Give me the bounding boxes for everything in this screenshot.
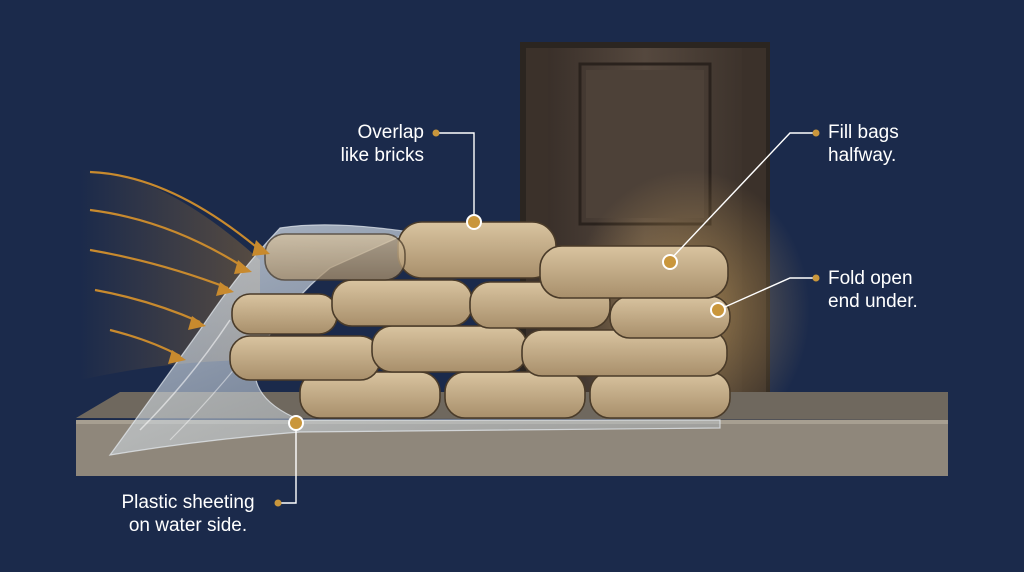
callout-fill-line1: Fill bags xyxy=(828,122,899,143)
callout-plastic: Plastic sheeting on water side. xyxy=(112,491,264,537)
callout-plastic-line1: Plastic sheeting xyxy=(121,492,255,513)
arrow-right-icon xyxy=(89,248,229,290)
water-flow-arrows xyxy=(89,170,270,364)
dot-icon xyxy=(710,302,726,318)
callout-fold-line2: end under. xyxy=(828,291,918,312)
arrow-head xyxy=(168,350,186,364)
sandbag xyxy=(229,335,381,381)
arrow-head xyxy=(188,316,206,330)
sandbag xyxy=(539,245,729,299)
dot-icon-small xyxy=(812,274,820,282)
leader-fill xyxy=(669,132,816,261)
callout-plastic-line2: on water side. xyxy=(128,515,248,536)
callout-overlap-line2: like bricks xyxy=(340,145,424,166)
sandbag xyxy=(589,371,731,419)
dot-icon-small xyxy=(274,499,282,507)
sandbag xyxy=(264,233,406,281)
callout-overlap: Overlap like bricks xyxy=(326,121,424,167)
dot-icon-small xyxy=(432,129,440,137)
sandbag xyxy=(331,279,473,327)
dot-icon xyxy=(466,214,482,230)
leader-overlap xyxy=(436,132,475,220)
callout-fold-line1: Fold open xyxy=(828,268,913,289)
arrow-right-icon xyxy=(94,288,201,324)
sandbag xyxy=(371,325,528,373)
sandbag xyxy=(397,221,557,279)
callout-fold: Fold open end under. xyxy=(828,267,918,313)
callout-dots xyxy=(274,129,820,507)
callout-fill: Fill bags halfway. xyxy=(828,121,899,167)
dot-icon-small xyxy=(812,129,820,137)
arrow-head xyxy=(216,282,234,296)
arrow-right-icon xyxy=(89,208,246,269)
arrow-head xyxy=(252,240,270,256)
sandbag xyxy=(231,293,338,335)
sandbag-stack xyxy=(229,221,731,419)
callout-overlap-line1: Overlap xyxy=(357,122,424,143)
dot-icon xyxy=(662,254,678,270)
dot-icon xyxy=(288,415,304,431)
sandbag xyxy=(444,371,586,419)
callout-lines xyxy=(278,132,816,504)
leader-fold xyxy=(717,277,816,311)
callout-fill-line2: halfway. xyxy=(828,145,897,166)
sandbag xyxy=(609,295,731,339)
arrow-head xyxy=(234,260,252,274)
arrow-right-icon xyxy=(89,170,261,251)
leader-plastic xyxy=(278,424,297,504)
